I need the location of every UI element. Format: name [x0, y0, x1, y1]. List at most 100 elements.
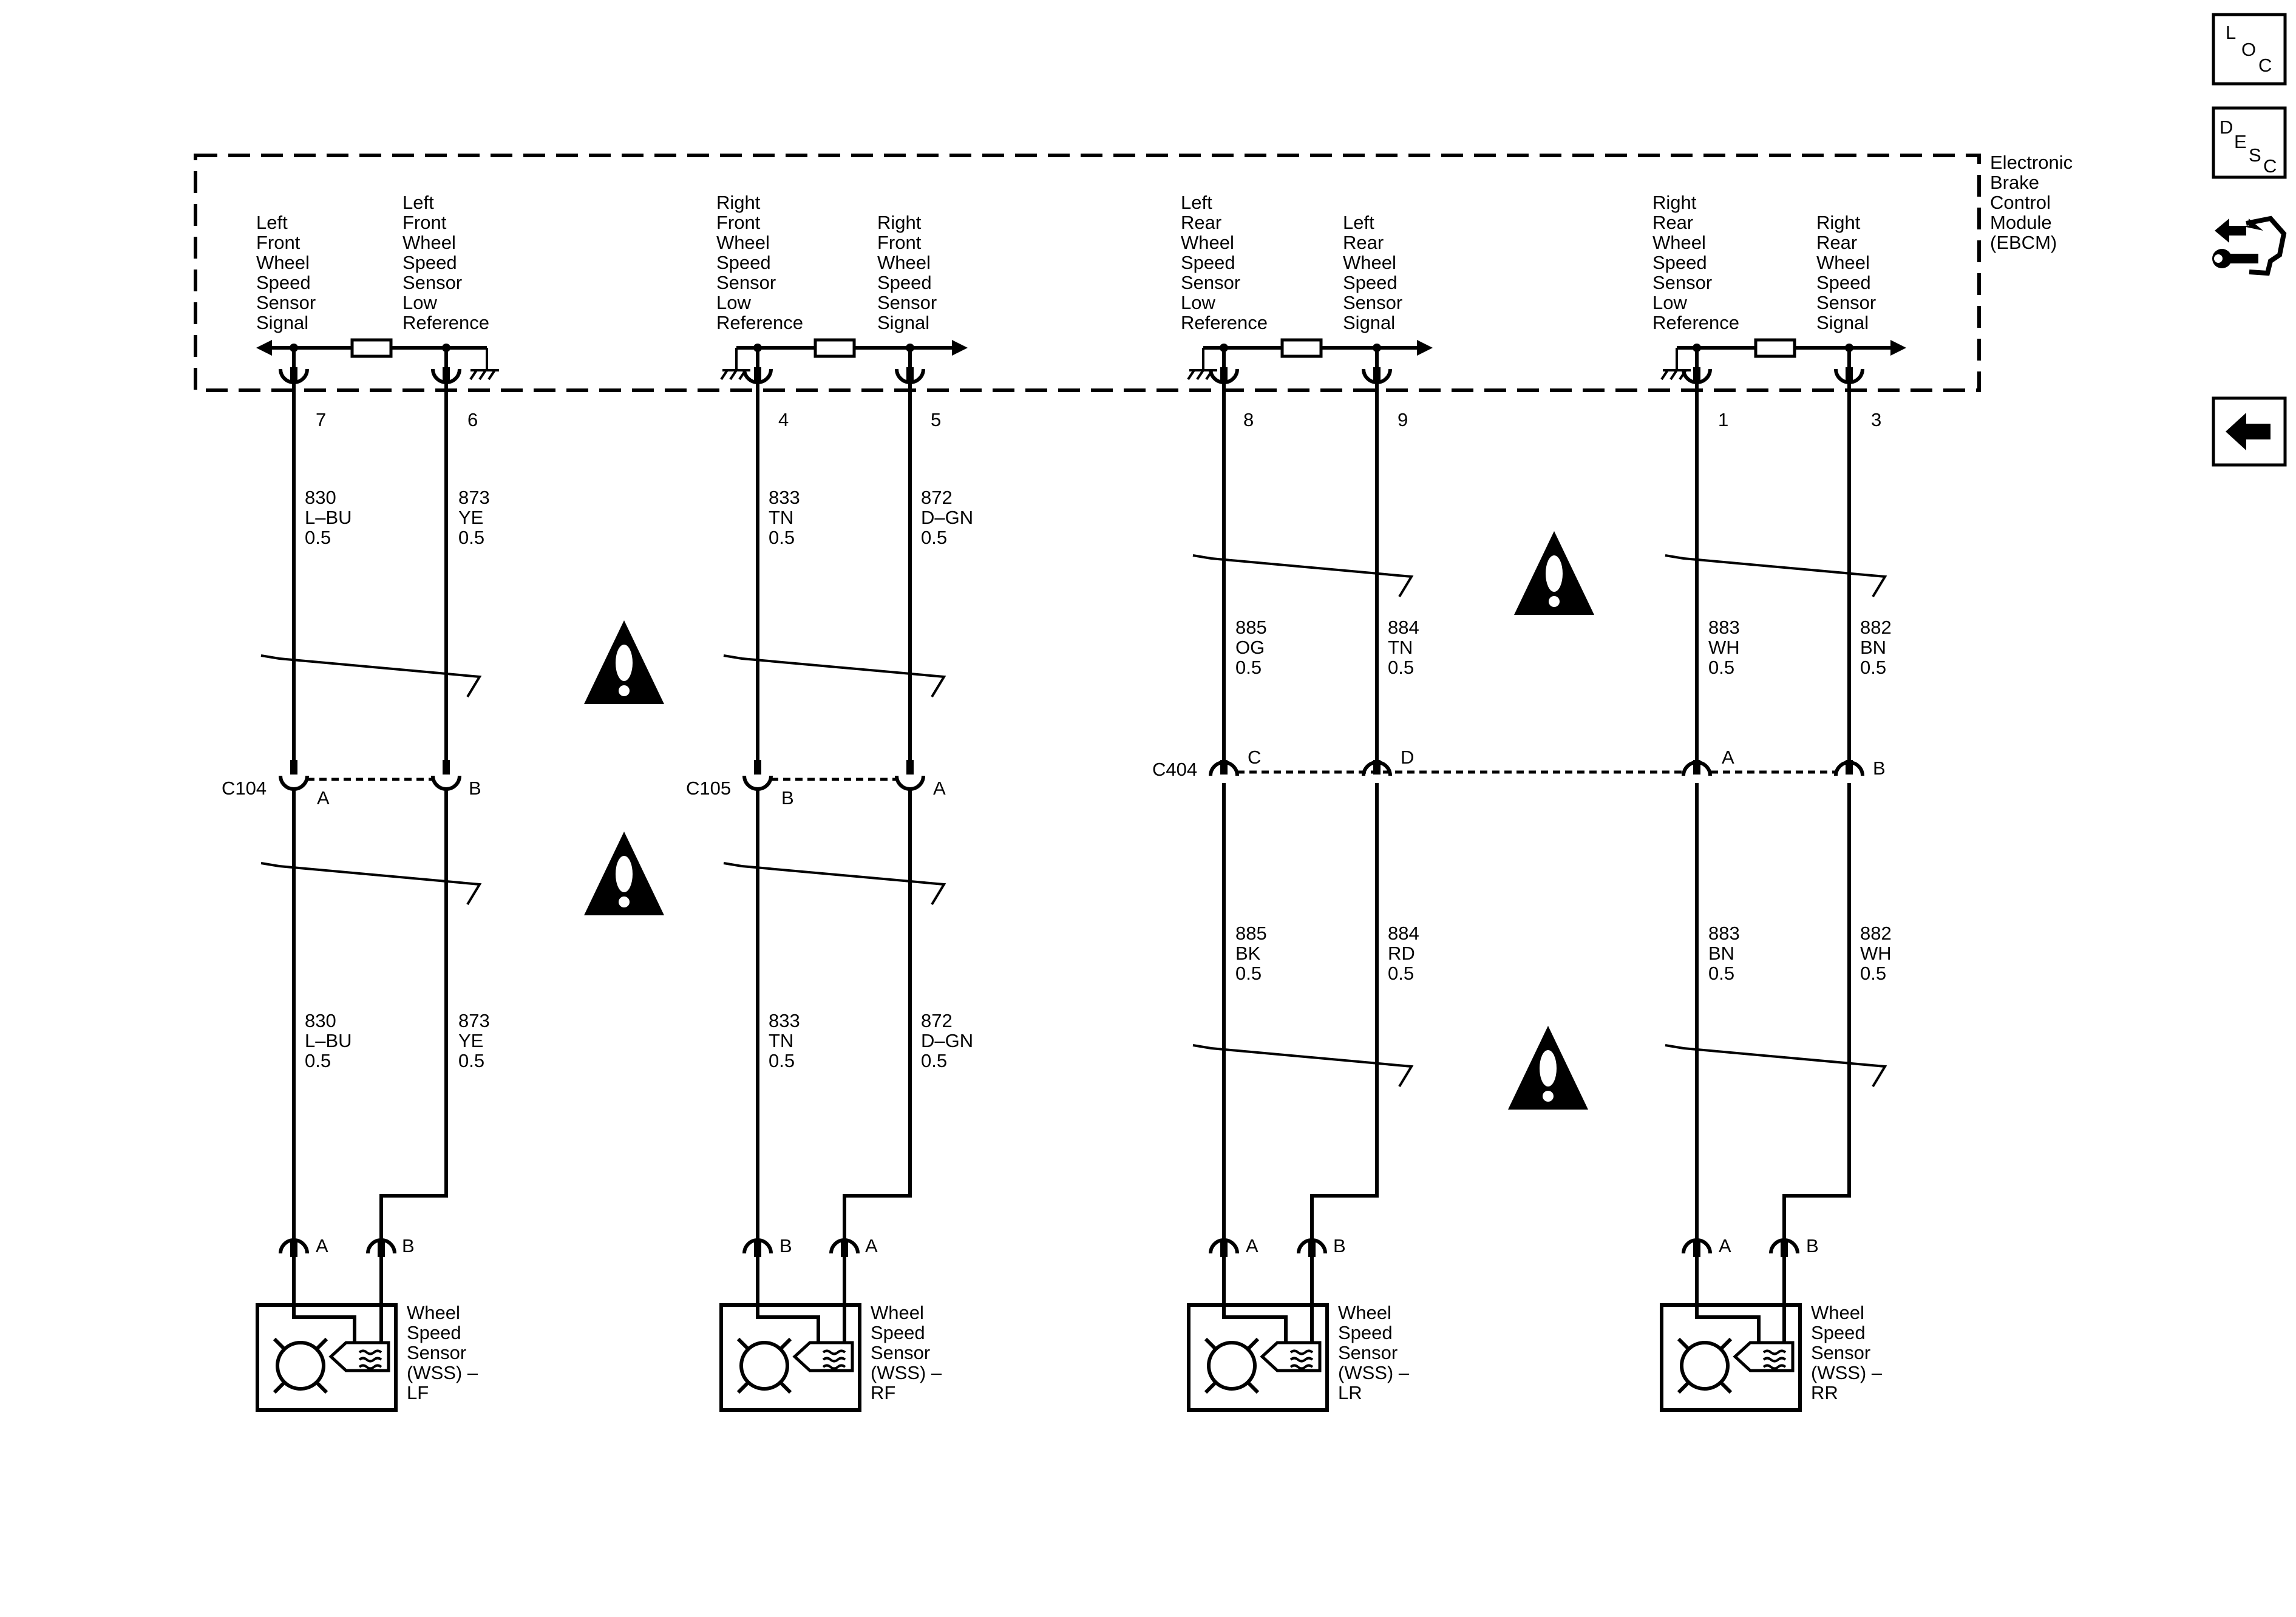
- sensor-pin-b: B: [1806, 1235, 1819, 1256]
- terminal-label-3: Right Rear Wheel Speed Sensor Signal: [1816, 212, 1881, 333]
- sensor-element-icon: [1260, 1341, 1322, 1372]
- connector-c104: C104: [222, 778, 267, 799]
- wire-833-upper: 833 TN 0.5: [769, 487, 805, 548]
- sensor-pin-b: B: [1333, 1235, 1346, 1256]
- warning-icon: [584, 620, 664, 704]
- resistor-icon: [350, 338, 393, 358]
- wire-885-upper: 885 OG 0.5: [1235, 617, 1272, 678]
- ebcm-pin-6: 6: [467, 409, 478, 430]
- wheel-speed-sensor-rf: [719, 1257, 861, 1412]
- sensor-pin-b: B: [402, 1235, 415, 1256]
- wire-830-upper: 830 L–BU 0.5: [305, 487, 357, 548]
- harness-break-mark: [1665, 1044, 1887, 1088]
- connector-pin-d: D: [1401, 747, 1414, 768]
- back-arrow-icon: [2226, 413, 2271, 450]
- terminal-label-9: Left Rear Wheel Speed Sensor Signal: [1343, 212, 1408, 333]
- wheel-speed-sensor-lf: [256, 1257, 398, 1412]
- back-button[interactable]: [2212, 396, 2287, 467]
- harness-break-mark: [1192, 554, 1414, 598]
- terminal-label-8: Left Rear Wheel Speed Sensor Low Referen…: [1181, 192, 1268, 333]
- resistor-icon: [1280, 338, 1323, 358]
- tone-ring-icon: [1680, 1341, 1730, 1391]
- warning-icon: [584, 832, 664, 915]
- harness-break-mark: [1665, 554, 1887, 598]
- sensor-name-rf: Wheel Speed Sensor (WSS) – RF: [871, 1302, 947, 1403]
- ebcm-pin-1: 1: [1718, 409, 1728, 430]
- svg-text:C: C: [2258, 55, 2272, 76]
- channel-left-front: Left Front Wheel Speed Sensor Signal Lef…: [222, 192, 499, 1412]
- sensor-name-lf: Wheel Speed Sensor (WSS) – LF: [407, 1302, 483, 1403]
- ebcm-pin-4: 4: [778, 409, 789, 430]
- sensor-pin-b: B: [779, 1235, 792, 1256]
- signal-arrow-icon: [952, 340, 968, 356]
- connector-pin-c: C: [1248, 747, 1261, 768]
- wire-873-lower: 873 YE 0.5: [458, 1010, 495, 1071]
- ebcm-pin-9: 9: [1398, 409, 1408, 430]
- svg-text:S: S: [2249, 144, 2261, 166]
- sensor-pin-a: A: [865, 1235, 878, 1256]
- wire-872-lower: 872 D–GN 0.5: [921, 1010, 979, 1071]
- signal-arrow-icon: [1417, 340, 1433, 356]
- ebcm-pin-5: 5: [931, 409, 941, 430]
- wire-833-lower: 833 TN 0.5: [769, 1010, 805, 1071]
- resistor-icon: [813, 338, 856, 358]
- wire-882-lower: 882 WH 0.5: [1860, 923, 1897, 984]
- terminal-label-6: Left Front Wheel Speed Sensor Low Refere…: [402, 192, 489, 333]
- connector-pin-a: A: [933, 778, 946, 799]
- connector-pin-a: A: [317, 787, 330, 808]
- connector-pin-b: B: [469, 778, 481, 799]
- ground-icon: [469, 348, 499, 381]
- terminal-label-4: Right Front Wheel Speed Sensor Low Refer…: [716, 192, 803, 333]
- wire-884-lower: 884 RD 0.5: [1388, 923, 1424, 984]
- channel-left-rear: Left Rear Wheel Speed Sensor Low Referen…: [1152, 192, 1433, 1412]
- connector-pin-a: A: [1722, 747, 1734, 768]
- ebcm-pin-3: 3: [1871, 409, 1881, 430]
- wheel-speed-sensor-rr: [1660, 1257, 1802, 1412]
- terminal-label-7: Left Front Wheel Speed Sensor Signal: [256, 212, 321, 333]
- harness-break-mark: [1192, 1044, 1414, 1088]
- ebcm-pin-7: 7: [316, 409, 326, 430]
- sensor-element-icon: [328, 1341, 390, 1372]
- sensor-pin-a: A: [1246, 1235, 1258, 1256]
- loc-button[interactable]: L O C: [2212, 13, 2287, 86]
- sensor-element-icon: [1733, 1341, 1795, 1372]
- wire-872-upper: 872 D–GN 0.5: [921, 487, 979, 548]
- svg-text:E: E: [2234, 131, 2247, 152]
- warning-icon: [1514, 531, 1594, 615]
- sensor-name-lr: Wheel Speed Sensor (WSS) – LR: [1338, 1302, 1415, 1403]
- connector-pin-b: B: [781, 787, 794, 808]
- ebcm-module-name: Electronic Brake Control Module (EBCM): [1990, 152, 2078, 253]
- connector-c404: C404: [1152, 759, 1197, 780]
- harness-break-mark: [260, 654, 482, 698]
- signal-arrow-icon: [1890, 340, 1906, 356]
- connector-c105: C105: [686, 778, 731, 799]
- warning-icon: [1508, 1026, 1588, 1110]
- wire-883-lower: 883 BN 0.5: [1708, 923, 1745, 984]
- channel-right-front: Right Front Wheel Speed Sensor Low Refer…: [686, 192, 979, 1412]
- connector-pin-b: B: [1873, 758, 1886, 779]
- harness-break-mark: [260, 862, 482, 906]
- sensor-pin-a: A: [1719, 1235, 1731, 1256]
- tone-ring-icon: [276, 1341, 325, 1391]
- harness-break-mark: [723, 654, 946, 698]
- terminal-label-1: Right Rear Wheel Speed Sensor Low Refere…: [1652, 192, 1739, 333]
- terminal-label-5: Right Front Wheel Speed Sensor Signal: [877, 212, 942, 333]
- tone-ring-icon: [1207, 1341, 1257, 1391]
- wire-830-lower: 830 L–BU 0.5: [305, 1010, 357, 1071]
- svg-text:C: C: [2263, 155, 2277, 177]
- connector-tool-icon[interactable]: [2212, 215, 2287, 276]
- sensor-name-rr: Wheel Speed Sensor (WSS) – RR: [1811, 1302, 1887, 1403]
- wheel-speed-sensor-lr: [1187, 1257, 1329, 1412]
- tone-ring-icon: [739, 1341, 789, 1391]
- svg-text:L: L: [2226, 22, 2236, 43]
- wire-883-upper: 883 WH 0.5: [1708, 617, 1745, 678]
- wire-885-lower: 885 BK 0.5: [1235, 923, 1272, 984]
- desc-button[interactable]: D E S C: [2212, 106, 2287, 179]
- sensor-element-icon: [792, 1341, 854, 1372]
- ebcm-module-outline: [194, 154, 1981, 392]
- svg-text:O: O: [2241, 39, 2256, 60]
- signal-arrow-icon: [256, 340, 272, 356]
- svg-text:D: D: [2220, 117, 2233, 138]
- ebcm-pin-8: 8: [1243, 409, 1254, 430]
